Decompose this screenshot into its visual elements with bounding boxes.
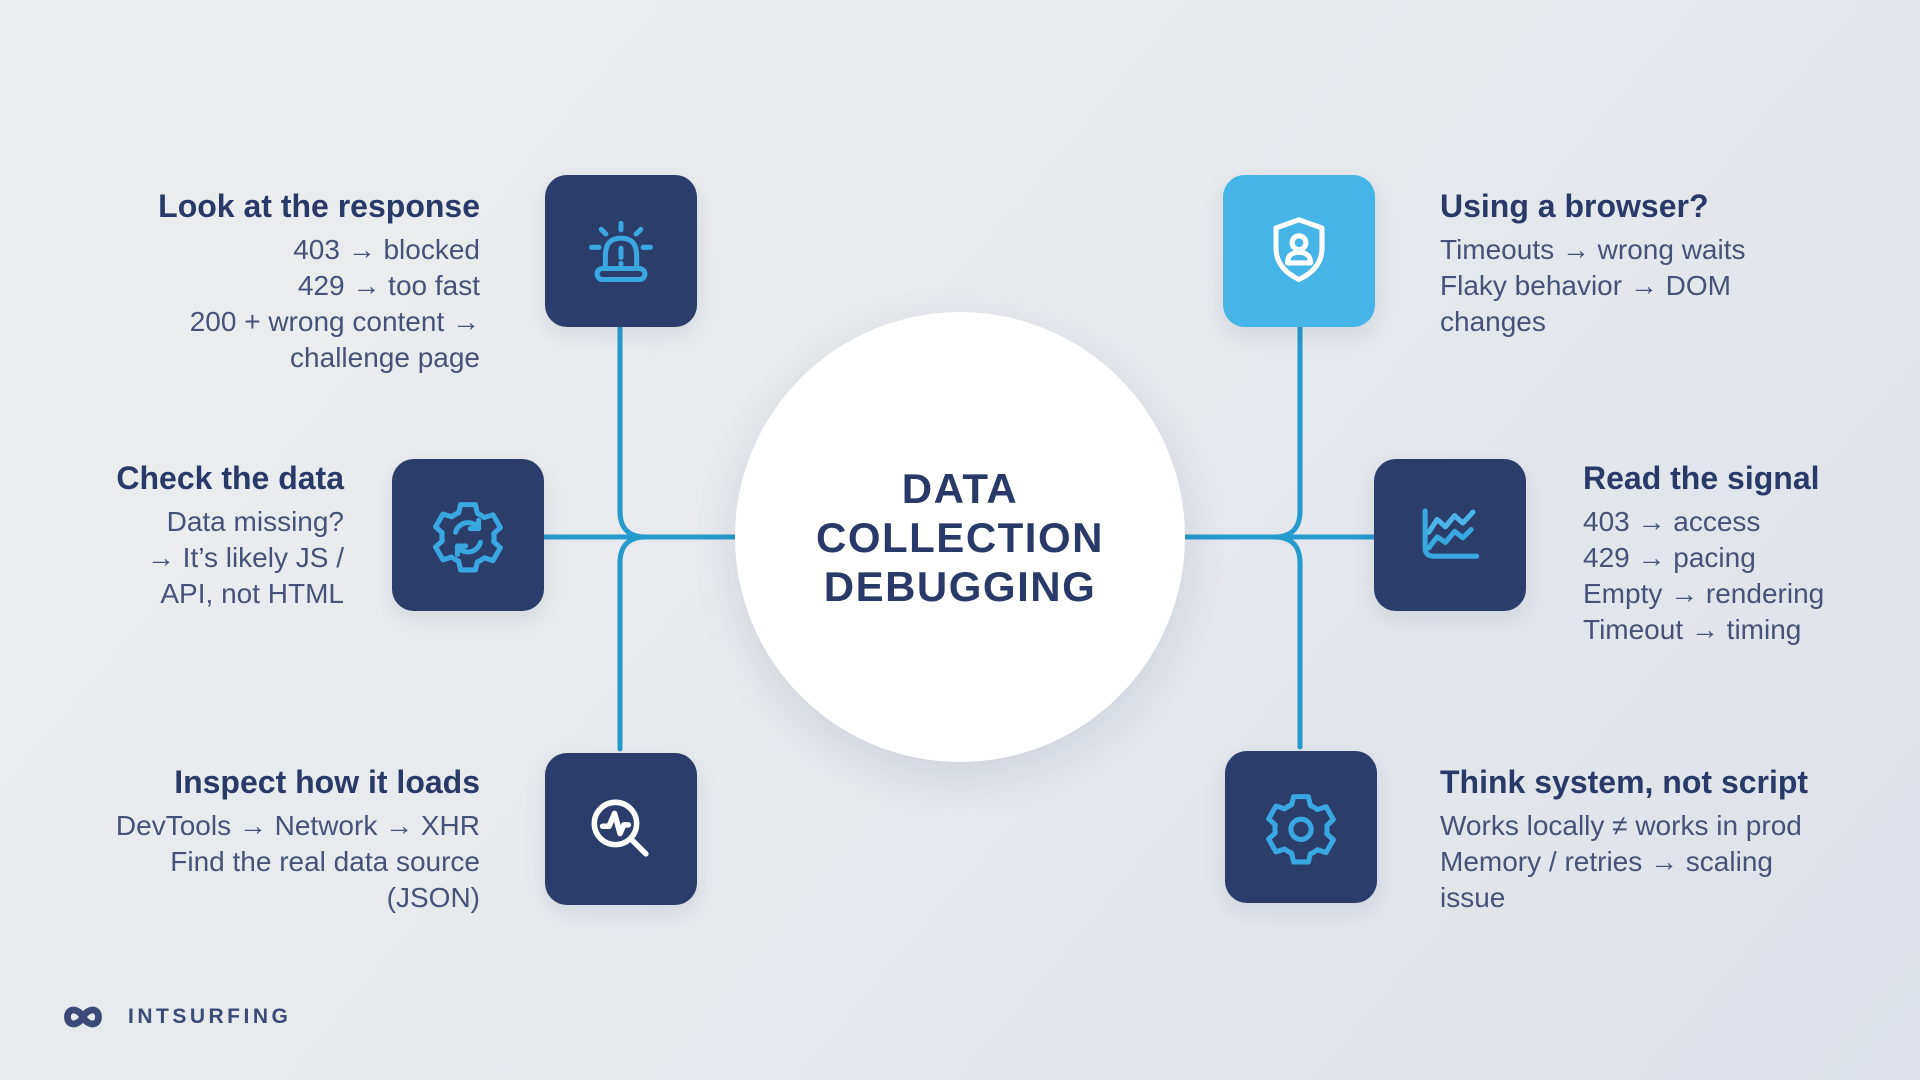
node-line: Timeout → timing [1583,614,1802,645]
magnifier-pulse-icon [591,799,649,857]
node-inspect-how-it-loads: Inspect how it loads DevTools → Network … [116,762,480,916]
node-line: Flaky behavior → DOM [1440,270,1731,301]
node-heading: Using a browser? [1440,188,1709,224]
connector-bottom-left [617,534,649,752]
node-check-the-data: Check the data Data missing? → It’s like… [116,458,344,612]
siren-icon [589,220,653,283]
node-line: changes [1440,306,1546,337]
node-line: (JSON) [386,882,480,913]
node-line: issue [1440,882,1506,913]
shield-user-icon [1273,217,1325,283]
tile-read-the-signal [1374,459,1526,611]
tile-think-system [1225,751,1377,903]
node-line: Works locally ≠ works in prod [1440,810,1802,841]
tile-using-a-browser [1223,175,1375,327]
tile-look-at-response [545,175,697,327]
node-line: Find the real data source [170,846,480,877]
title-line: COLLECTION [816,513,1104,561]
tile-inspect-how-it-loads [545,753,697,905]
node-line: 403 → blocked [293,234,480,265]
node-line: Data missing? [166,506,344,537]
node-line: 200 + wrong content → [189,306,480,337]
node-line: 429 → pacing [1583,542,1756,573]
connector-bottom-right [1271,534,1303,750]
logo-text: INTSURFING [128,1005,292,1028]
node-think-system: Think system, not script Works locally ≠… [1440,762,1808,916]
title-line: DATA [901,464,1019,512]
node-line: → It’s likely JS / [146,542,344,573]
title-line: DEBUGGING [823,562,1097,610]
tile-check-the-data [392,459,544,611]
infinity-icon [64,1006,102,1028]
node-using-a-browser: Using a browser? Timeouts → wrong waits … [1440,186,1746,340]
node-heading: Check the data [116,460,344,496]
node-heading: Inspect how it loads [174,764,480,800]
connector-top-left [617,324,740,540]
node-line: 429 → too fast [297,270,480,301]
center-circle: DATA COLLECTION DEBUGGING [735,312,1185,762]
page-title: DATA COLLECTION DEBUGGING [816,464,1104,611]
node-heading: Look at the response [158,188,480,224]
logo: INTSURFING [52,996,291,1038]
gear-sync-icon [433,502,503,573]
node-line: API, not HTML [160,578,344,609]
node-heading: Think system, not script [1440,764,1809,800]
line-chart-icon [1422,508,1480,559]
node-line: Empty → rendering [1583,578,1825,609]
node-line: Memory / retries → scaling [1440,846,1773,877]
node-line: Timeouts → wrong waits [1440,234,1746,265]
node-line: 403 → access [1583,506,1761,537]
node-look-at-response: Look at the response 403 → blocked 429 →… [158,186,480,376]
node-read-the-signal: Read the signal 403 → access 429 → pacin… [1583,458,1824,648]
node-line: DevTools → Network → XHR [115,810,480,841]
node-line: challenge page [290,342,480,373]
gear-icon [1266,794,1336,865]
connector-top-right [1180,324,1303,540]
node-heading: Read the signal [1583,460,1820,496]
